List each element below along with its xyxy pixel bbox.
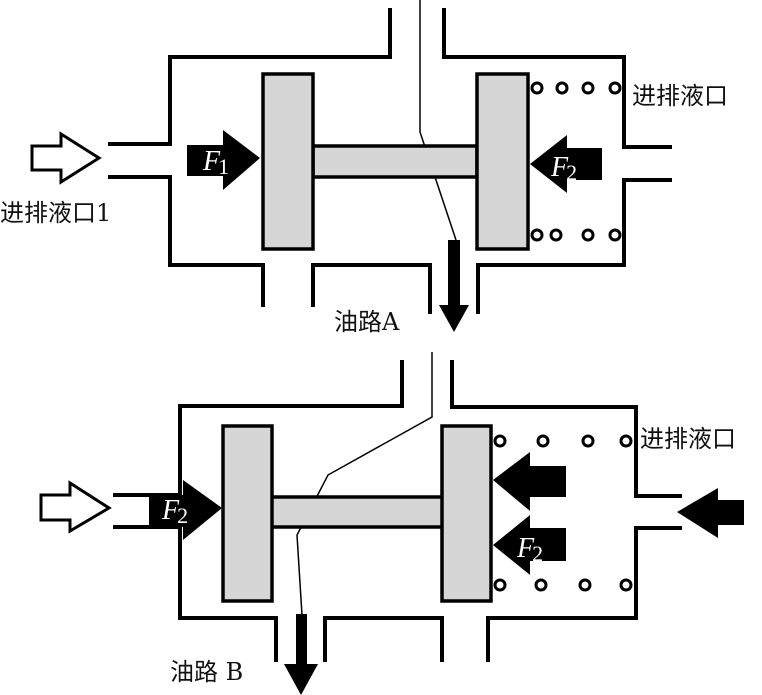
svg-text:F2: F2 [161,495,188,528]
top-inlet-arrow-icon [30,131,102,185]
top-force-f1-arrow: F1 [187,130,260,190]
top-spring-upper [530,81,622,95]
bottom-force-right-f2-arrow: F2 [493,515,566,575]
top-outlet-arrow-icon [439,240,469,332]
top-spring-lower [530,228,622,242]
bottom-right-inlet-arrow-icon [677,488,744,538]
top-force-f2-arrow: F2 [530,135,602,193]
bottom-rod [269,495,445,529]
bottom-right-piston [440,424,493,603]
svg-text:F2: F2 [516,533,543,566]
top-right-port-label: 进排液口 [632,82,728,110]
bottom-pilot-line [296,352,433,616]
top-inlet-label: 进排液口1 [0,199,111,227]
top-pilot-line [419,0,457,241]
bottom-spring-upper [493,434,633,448]
bottom-spring-lower [493,578,633,592]
top-left-piston [261,72,315,251]
bottom-outlet-arrow-icon [284,614,318,695]
top-valve: F1 F2 进排液口 进排液口1 油路A [0,0,728,336]
bottom-force-left-f2-arrow: F2 [149,480,222,540]
bottom-force-upper-arrow [493,452,566,511]
top-outlet-label: 油路A [334,308,400,336]
top-right-piston [475,72,530,251]
bottom-outlet-label: 油路 B [170,658,243,686]
top-rod [311,144,479,179]
svg-text:F2: F2 [550,152,577,185]
bottom-right-port-label: 进排液口 [640,425,736,453]
svg-text:F1: F1 [202,146,229,179]
bottom-valve: F2 F2 进排液口 油路 B [39,352,744,695]
top-valve-housing [108,8,672,314]
bottom-left-piston [221,424,274,603]
bottom-inlet-arrow-icon [39,480,112,534]
